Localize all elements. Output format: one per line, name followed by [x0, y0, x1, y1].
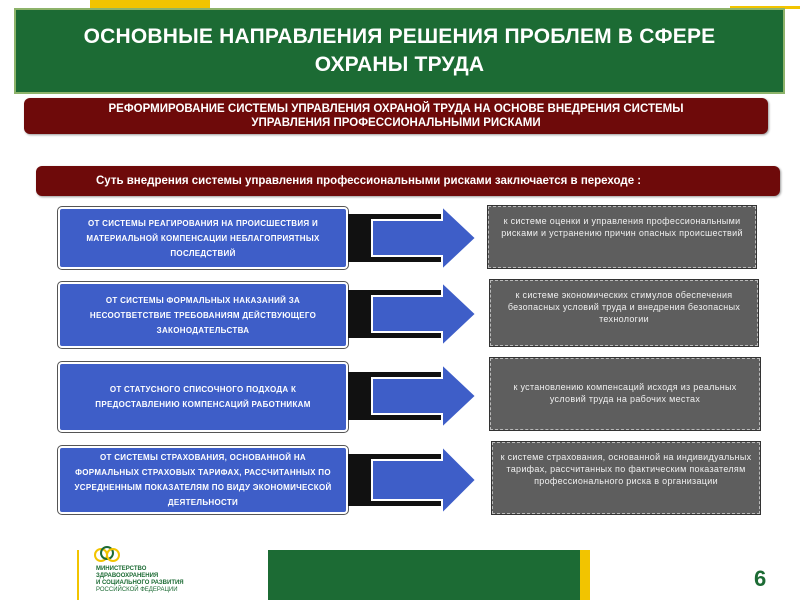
transition-arrow-1	[348, 203, 478, 273]
subtitle: РЕФОРМИРОВАНИЕ СИСТЕМЫ УПРАВЛЕНИЯ ОХРАНО…	[109, 102, 684, 130]
ministry-line-1: МИНИСТЕРСТВО	[96, 566, 147, 572]
from-box-2: ОТ СИСТЕМЫ ФОРМАЛЬНЫХ НАКАЗАНИЙ ЗА НЕСОО…	[57, 281, 349, 349]
top-accent-left	[90, 0, 210, 8]
to-box-4: к системе страхования, основанной на инд…	[491, 441, 761, 515]
from-text-4: ОТ СИСТЕМЫ СТРАХОВАНИЯ, ОСНОВАННОЙ НА ФО…	[74, 453, 332, 507]
to-box-3: к установлению компенсаций исходя из реа…	[489, 357, 761, 431]
ministry-emblem-icon	[94, 546, 120, 562]
to-box-1: к системе оценки и управления профессион…	[487, 205, 757, 269]
footer-green-band	[268, 550, 580, 600]
ministry-logo-icon	[76, 550, 96, 600]
from-box-1: ОТ СИСТЕМЫ РЕАГИРОВАНИЯ НА ПРОИСШЕСТВИЯ …	[57, 206, 349, 270]
ministry-line-4: РОССИЙСКОЙ ФЕДЕРАЦИИ	[96, 587, 178, 593]
title-banner: ОСНОВНЫЕ НАПРАВЛЕНИЯ РЕШЕНИЯ ПРОБЛЕМ В С…	[14, 8, 785, 94]
ministry-line-2: ЗДРАВООХРАНЕНИЯ	[96, 573, 159, 579]
to-box-2: к системе экономических стимулов обеспеч…	[489, 279, 759, 347]
transition-arrow-2	[348, 279, 478, 349]
transition-arrow-3	[348, 361, 478, 431]
footer-gold-stripe	[580, 550, 590, 600]
ministry-name: МИНИСТЕРСТВО ЗДРАВООХРАНЕНИЯ И СОЦИАЛЬНО…	[96, 566, 184, 594]
from-box-4: ОТ СИСТЕМЫ СТРАХОВАНИЯ, ОСНОВАННОЙ НА ФО…	[57, 445, 349, 515]
page-title: ОСНОВНЫЕ НАПРАВЛЕНИЯ РЕШЕНИЯ ПРОБЛЕМ В С…	[84, 23, 716, 79]
to-text-1: к системе оценки и управления профессион…	[501, 216, 743, 238]
essence-text: Суть внедрения системы управления профес…	[96, 175, 642, 187]
essence-banner: Суть внедрения системы управления профес…	[36, 166, 780, 196]
from-text-2: ОТ СИСТЕМЫ ФОРМАЛЬНЫХ НАКАЗАНИЙ ЗА НЕСОО…	[89, 295, 317, 335]
from-text-3: ОТ СТАТУСНОГО СПИСОЧНОГО ПОДХОДА К ПРЕДО…	[95, 385, 311, 409]
page-title-line-2: ОХРАНЫ ТРУДА	[314, 53, 485, 76]
subtitle-line-2: УПРАВЛЕНИЯ ПРОФЕССИОНАЛЬНЫМИ РИСКАМИ	[251, 117, 541, 129]
from-box-3: ОТ СТАТУСНОГО СПИСОЧНОГО ПОДХОДА К ПРЕДО…	[57, 361, 349, 433]
subtitle-banner: РЕФОРМИРОВАНИЕ СИСТЕМЫ УПРАВЛЕНИЯ ОХРАНО…	[24, 98, 768, 134]
page-title-line-1: ОСНОВНЫЕ НАПРАВЛЕНИЯ РЕШЕНИЯ ПРОБЛЕМ В С…	[83, 25, 716, 48]
to-text-2: к системе экономических стимулов обеспеч…	[507, 290, 741, 324]
to-text-4: к системе страхования, основанной на инд…	[500, 452, 752, 486]
ministry-line-3: И СОЦИАЛЬНОГО РАЗВИТИЯ	[96, 580, 184, 586]
subtitle-line-1: РЕФОРМИРОВАНИЕ СИСТЕМЫ УПРАВЛЕНИЯ ОХРАНО…	[108, 103, 684, 115]
top-accent-right	[730, 0, 800, 9]
from-text-1: ОТ СИСТЕМЫ РЕАГИРОВАНИЯ НА ПРОИСШЕСТВИЯ …	[86, 218, 320, 258]
page-number: 6	[754, 566, 767, 591]
to-text-3: к установлению компенсаций исходя из реа…	[513, 382, 737, 404]
transition-arrow-4	[348, 443, 478, 517]
